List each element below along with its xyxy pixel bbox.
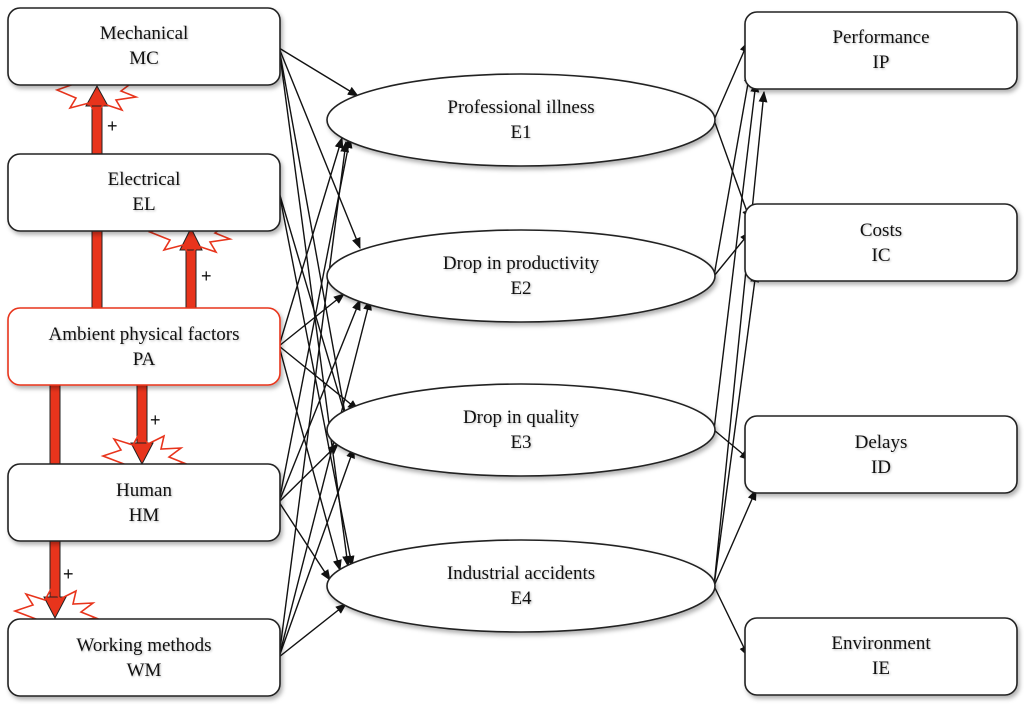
influence-arrowhead-pa-hm: [130, 442, 154, 466]
node-code: IC: [871, 245, 891, 266]
node-costs: Costs IC: [745, 218, 1017, 268]
ellipse-e1: [326, 73, 716, 167]
arrow-pa-e1: [278, 136, 344, 347]
node-name: Costs: [859, 220, 903, 241]
node-electrical: Electrical EL: [8, 167, 280, 217]
node-code: ID: [870, 457, 892, 478]
box-performance: [744, 11, 1018, 90]
plus-sign-mc: +: [107, 116, 118, 136]
node-code: E2: [510, 278, 532, 299]
arrow-mc-e3: [278, 47, 355, 454]
arrow-mc-e2: [278, 47, 361, 250]
box-costs: [744, 203, 1018, 282]
arrow-pa-e2: [278, 293, 345, 347]
box-delays: [744, 415, 1018, 494]
influence-arrowhead-pa-wm: [43, 596, 67, 620]
impact-boxes: [744, 11, 1018, 696]
node-name: Electrical: [107, 169, 181, 190]
arrow-e3-id: [713, 429, 751, 461]
node-code: WM: [126, 660, 162, 681]
arrow-mc-e1: [278, 47, 359, 97]
node-performance: Performance IP: [745, 25, 1017, 75]
node-name: Working methods: [76, 635, 212, 656]
node-code: E1: [510, 122, 532, 143]
box-working-methods: [7, 618, 281, 697]
cause-boxes: [7, 7, 281, 697]
node-e3: Drop in quality E3: [327, 405, 715, 455]
ellipse-e4: [326, 539, 716, 633]
arrow-wm-e1: [278, 140, 350, 658]
node-name: Environment: [831, 633, 931, 654]
node-code: HM: [128, 505, 160, 526]
arrow-hm-e4: [278, 501, 331, 581]
node-code: E4: [510, 588, 532, 609]
box-mechanical: [7, 7, 281, 86]
influence-arrow-pa-el: [185, 247, 197, 309]
influence-arrowhead-pa-el: [179, 226, 203, 251]
arrow-wm-e2: [278, 298, 372, 658]
node-name: Drop in productivity: [442, 253, 600, 274]
node-human: Human HM: [8, 478, 280, 528]
node-name: Industrial accidents: [446, 563, 596, 584]
causal-links: [278, 40, 768, 658]
arrow-pa-e4: [278, 345, 342, 572]
arrow-e4-id: [713, 488, 757, 587]
node-name: Drop in quality: [462, 407, 580, 428]
box-electrical: [7, 153, 281, 232]
node-name: Professional illness: [447, 97, 595, 118]
node-code: MC: [129, 48, 159, 69]
effect-ellipses: [326, 73, 716, 633]
arrow-wm-e3: [278, 446, 355, 658]
node-working-methods: Working methods WM: [8, 633, 280, 683]
box-ambient-physical-factors: [7, 307, 281, 386]
arrow-hm-e2: [278, 298, 361, 503]
node-ambient-physical-factors: Ambient physical factors PA: [8, 322, 280, 372]
plus-sign-hm: +: [150, 410, 161, 430]
node-code: E3: [510, 432, 532, 453]
arrow-el-e3: [278, 191, 358, 454]
node-name: Delays: [854, 432, 908, 453]
node-mechanical: Mechanical MC: [8, 21, 280, 71]
arrow-e2-ip: [713, 70, 753, 277]
arrow-wm-e4: [278, 603, 347, 658]
node-name: Human: [116, 480, 172, 501]
node-code: IP: [872, 52, 890, 73]
node-delays: Delays ID: [745, 430, 1017, 480]
influence-arrowhead-pa-mc: [85, 84, 109, 107]
node-e4: Industrial accidents E4: [327, 561, 715, 611]
ellipse-e3: [326, 383, 716, 477]
plus-sign-wm: +: [63, 564, 74, 584]
node-name: Mechanical: [99, 23, 189, 44]
arrow-hm-e3: [278, 443, 339, 503]
arrow-e4-ie: [713, 585, 749, 658]
plus-sign-el: +: [201, 266, 212, 286]
node-name: Performance: [832, 27, 930, 48]
node-environment: Environment IE: [745, 631, 1017, 681]
node-code: PA: [132, 349, 156, 370]
ellipse-e2: [326, 229, 716, 323]
node-code: IE: [872, 658, 890, 679]
node-code: EL: [132, 194, 156, 215]
arrow-e3-ip: [713, 80, 760, 431]
arrow-e1-ip: [713, 40, 749, 121]
arrow-e4-ip: [713, 90, 768, 587]
box-environment: [744, 617, 1018, 696]
node-e2: Drop in productivity E2: [327, 251, 715, 301]
node-name: Ambient physical factors: [48, 324, 240, 345]
box-human: [7, 463, 281, 542]
node-e1: Professional illness E1: [327, 95, 715, 145]
arrow-e2-ic: [713, 231, 751, 277]
arrow-e4-ic: [713, 270, 760, 587]
